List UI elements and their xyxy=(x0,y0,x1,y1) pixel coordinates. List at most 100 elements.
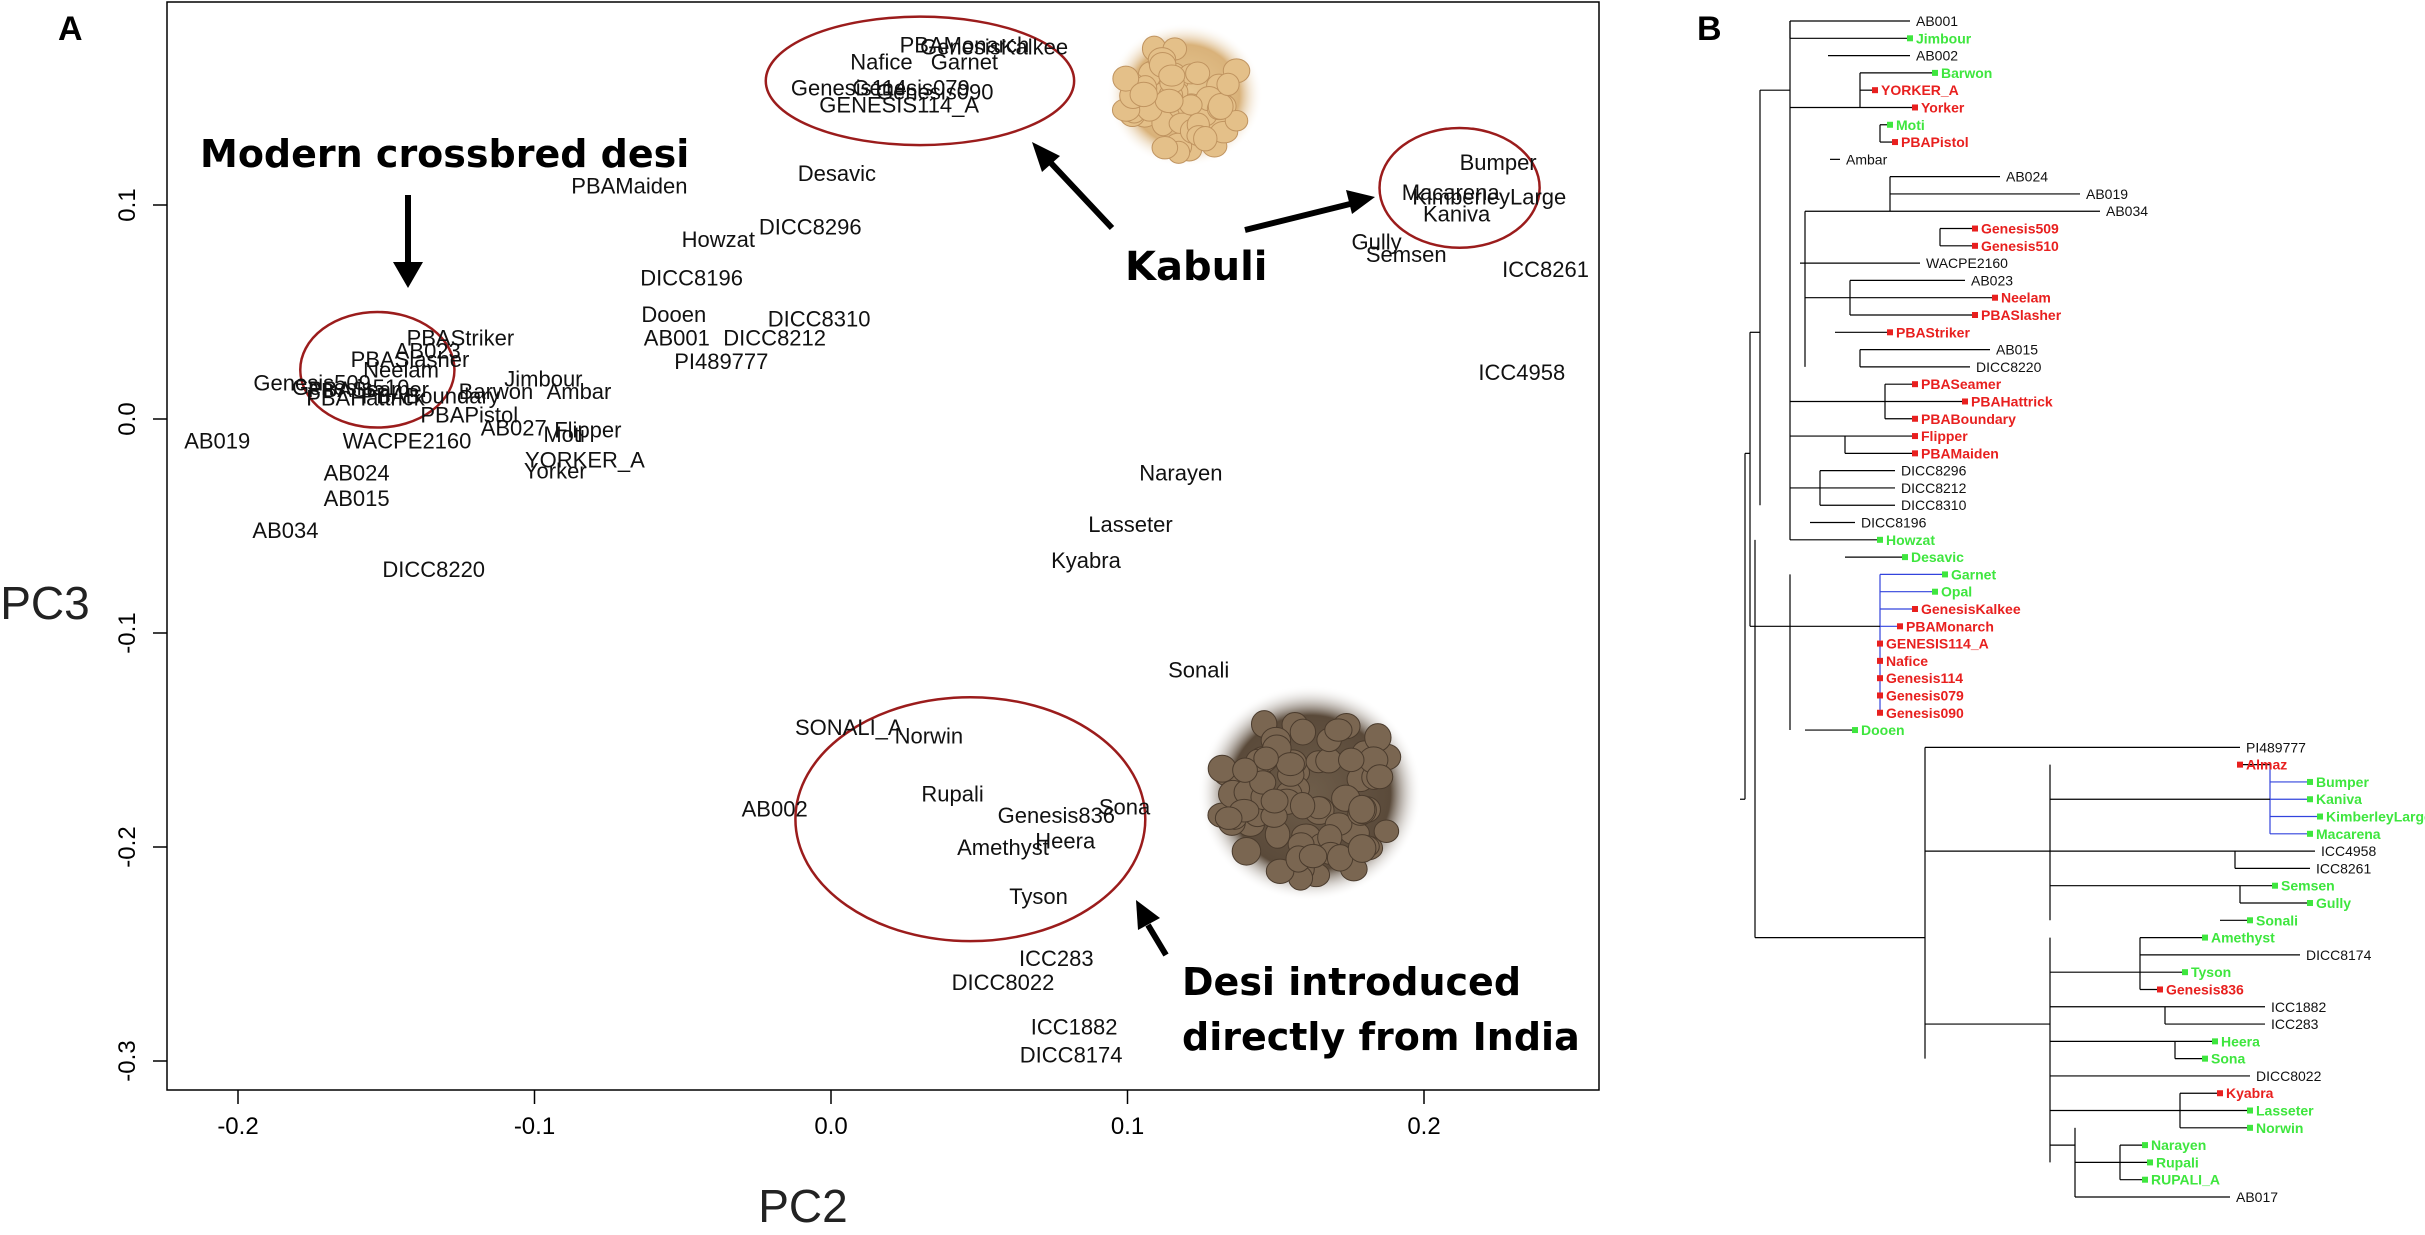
arrow-desi-india-shaft xyxy=(1145,923,1169,957)
point-label: AB019 xyxy=(184,428,250,453)
cluster-ellipse xyxy=(794,695,1147,943)
tree-leaf-marker xyxy=(2247,1107,2253,1114)
arrow-desi-india-head xyxy=(1136,900,1160,930)
tree-leaf-label: DICC8022 xyxy=(2256,1068,2322,1084)
point-label: DICC8212 xyxy=(723,326,826,351)
seed-shape xyxy=(1348,794,1376,824)
tree-leaf-marker xyxy=(1932,69,1938,76)
tree-leaf-label: Heera xyxy=(2221,1033,2260,1049)
tree-leaf-marker xyxy=(1907,35,1913,42)
point-label: Howzat xyxy=(682,227,755,252)
point-label: AB015 xyxy=(324,486,390,511)
tree-leaf-label: PBAMaiden xyxy=(1921,445,1999,461)
y-tick-label: 0.0 xyxy=(114,402,141,435)
tree-leaf-marker xyxy=(2317,813,2323,820)
tree-leaf-label: AB015 xyxy=(1996,342,2038,358)
tree-leaf-marker xyxy=(1942,571,1948,578)
tree-leaf-label: WACPE2160 xyxy=(1926,255,2008,271)
tree-leaf-label: Dooen xyxy=(1861,722,1905,738)
point-label: KimberleyLarge xyxy=(1412,184,1566,209)
point-label: SONALI_A xyxy=(795,715,903,740)
tree-leaf-label: Narayen xyxy=(2151,1137,2206,1153)
tree-leaf-marker xyxy=(1892,139,1898,146)
tree-leaf-marker xyxy=(1972,225,1978,232)
desi-seed-photo xyxy=(1198,685,1422,901)
point-label: Barwon xyxy=(459,379,534,404)
point-label: PBAHattrick xyxy=(306,386,426,411)
point-label: Ambar xyxy=(547,379,612,404)
seed-shape xyxy=(1214,806,1243,830)
x-tick-label: 0.2 xyxy=(1407,1113,1440,1140)
tree-leaf-label: ICC4958 xyxy=(2321,843,2376,859)
tree-leaf-label: Amethyst xyxy=(2211,930,2275,946)
panel-b-letter: B xyxy=(1697,10,1722,48)
tree-leaf-label: Genesis509 xyxy=(1981,221,2059,237)
tree-leaf-label: AB024 xyxy=(2006,169,2048,185)
tree-leaf-label: KimberleyLarge xyxy=(2326,809,2425,825)
tree-leaf-label: Howzat xyxy=(1886,532,1935,548)
cluster-ellipse xyxy=(299,310,456,429)
seed-shape xyxy=(1207,92,1234,120)
x-axis-label: PC2 xyxy=(758,1180,847,1232)
point-label: Amethyst xyxy=(957,835,1049,860)
tree-leaf-label: Bumper xyxy=(2316,774,2369,790)
point-label: AB001 xyxy=(644,326,710,351)
point-label: Neelam xyxy=(363,358,439,383)
seed-shape xyxy=(1216,72,1240,97)
point-label: Bumper xyxy=(1460,150,1537,175)
seed-shape xyxy=(1232,757,1258,783)
seed-shape xyxy=(1324,718,1353,742)
y-tick-label: 0.1 xyxy=(114,188,141,221)
tree-leaf-label: RUPALI_A xyxy=(2151,1172,2220,1188)
tree-leaf-marker xyxy=(1992,294,1998,301)
tree-leaf-marker xyxy=(1962,398,1968,405)
point-label: Kyabra xyxy=(1051,548,1121,573)
tree-leaf-label: Moti xyxy=(1896,117,1925,133)
tree-leaf-label: Barwon xyxy=(1941,65,1992,81)
tree-leaf-label: ICC8261 xyxy=(2316,860,2371,876)
tree-leaf-label: AB001 xyxy=(1916,13,1958,29)
point-label: Genesis090 xyxy=(876,80,993,105)
tree-leaf-label: Kaniva xyxy=(2316,791,2362,807)
tree-leaf-label: Genesis114 xyxy=(1886,670,1963,686)
tree-leaf-label: Lasseter xyxy=(2256,1103,2314,1119)
tree-leaf-label: PBAHattrick xyxy=(1971,393,2053,409)
tree-leaf-label: ICC283 xyxy=(2271,1016,2319,1032)
tree-leaf-label: Semsen xyxy=(2281,878,2335,894)
arrow-kabuli-left-shaft xyxy=(1047,159,1115,231)
point-label: Jimbour xyxy=(504,366,582,391)
tree-leaf-label: PBASeamer xyxy=(1921,376,2002,392)
point-label: PBAMaiden xyxy=(571,174,687,199)
tree-leaf-marker xyxy=(2307,830,2313,837)
y-tick-label: -0.1 xyxy=(114,612,141,653)
annotation-kabuli: Kabuli xyxy=(1125,244,1268,290)
point-label: Semsen xyxy=(1366,242,1447,267)
tree-leaf-label: Sona xyxy=(2211,1051,2245,1067)
point-label: Tyson xyxy=(1009,884,1068,909)
tree-leaf-marker xyxy=(2247,1124,2253,1131)
point-label: Lasseter xyxy=(1088,512,1172,537)
point-label: AB023 xyxy=(395,338,461,363)
point-label: PBABoundary xyxy=(362,383,500,408)
tree-leaf-label: Norwin xyxy=(2256,1120,2303,1136)
tree-leaf-label: Kyabra xyxy=(2226,1085,2274,1101)
cluster-ellipse xyxy=(764,15,1076,147)
tree-leaf-marker xyxy=(2147,1159,2153,1166)
tree-leaf-marker xyxy=(2142,1176,2148,1183)
annotation-desi-india-line1: Desi introduced xyxy=(1182,960,1521,1004)
point-label: DICC8196 xyxy=(640,266,743,291)
tree-leaf-marker xyxy=(2247,917,2253,924)
seed-shape xyxy=(1224,110,1249,132)
arrow-kabuli-right-head xyxy=(1346,190,1375,214)
point-label: DICC8022 xyxy=(952,970,1055,995)
tree-leaf-marker xyxy=(1887,121,1893,128)
tree-leaf-label: DICC8220 xyxy=(1976,359,2042,375)
tree-leaf-marker xyxy=(2272,882,2278,889)
point-label: ICC8261 xyxy=(1502,257,1589,282)
tree-leaf-label: Ambar xyxy=(1846,151,1888,167)
tree-leaf-marker xyxy=(2307,796,2313,803)
